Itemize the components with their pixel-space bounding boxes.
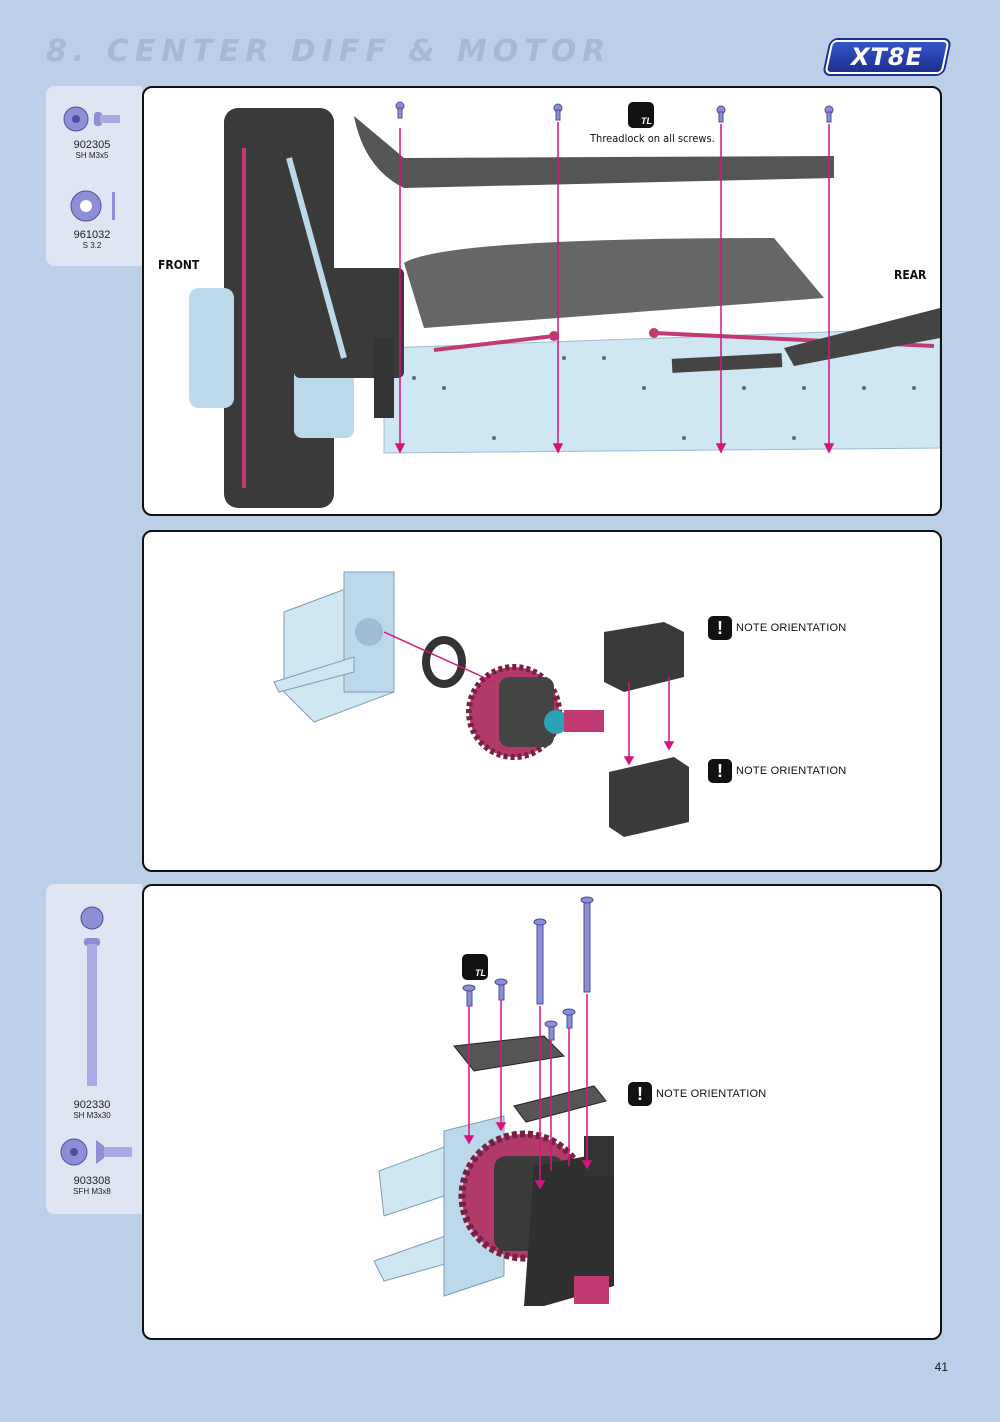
part-description: S 3.2 [82, 241, 102, 250]
note-orientation-top: ! NOTE ORIENTATION [708, 616, 846, 640]
part-number: 902330 [73, 1099, 111, 1111]
flat-head-screw-icon [60, 1138, 132, 1166]
brand-logo: XT8E [824, 40, 950, 74]
section-title: 8. CENTER DIFF & MOTOR [46, 34, 612, 69]
step2-panel: ! NOTE ORIENTATION ! NOTE ORIENTATION [142, 530, 942, 872]
part-number: 902305 [73, 139, 111, 151]
part-description: SH M3x5 [75, 151, 109, 160]
note-text: NOTE ORIENTATION [736, 765, 847, 777]
washer-icon [70, 190, 115, 222]
parts-list-step3: 902330 SH M3x30 903308 SFH M3x8 [46, 884, 142, 1214]
step3-panel: TL ! NOTE ORIENTATION [142, 884, 942, 1340]
parts-list-step1: 902305 SH M3x5 961032 S 3.2 [46, 86, 142, 266]
step1-panel: TL Threadlock on all screws. FRONT REAR [142, 86, 942, 516]
button-head-screw-icon [63, 106, 120, 132]
page-number: 41 [934, 1360, 948, 1374]
logo-text: XT8E [851, 43, 923, 71]
threadlock-icon: TL [462, 954, 488, 980]
part-description: SH M3x30 [73, 1111, 111, 1120]
part-902330: 902330 SH M3x30 [46, 904, 138, 1120]
step1-illustration [189, 101, 940, 508]
threadlock-icon-text: TL [475, 968, 486, 978]
part-description: SFH M3x8 [73, 1187, 111, 1196]
note-text: NOTE ORIENTATION [736, 622, 847, 634]
threadlock-icon-text: TL [641, 116, 652, 126]
part-number: 961032 [73, 229, 111, 241]
front-label: FRONT [158, 258, 200, 272]
step2-illustration [273, 571, 689, 837]
warning-icon: ! [628, 1082, 652, 1106]
threadlock-icon: TL [628, 102, 654, 128]
step3-illustration [373, 896, 614, 1306]
threadlock-note: Threadlock on all screws. [590, 132, 715, 145]
long-screw-icon [80, 906, 104, 1086]
note-text: NOTE ORIENTATION [656, 1088, 767, 1100]
warning-icon: ! [708, 616, 732, 640]
part-902305: 902305 SH M3x5 [46, 104, 138, 160]
note-orientation-bottom: ! NOTE ORIENTATION [708, 759, 846, 783]
note-orientation: ! NOTE ORIENTATION [628, 1082, 766, 1106]
warning-icon: ! [708, 759, 732, 783]
part-903308: 903308 SFH M3x8 [46, 1134, 138, 1196]
part-number: 903308 [73, 1175, 111, 1187]
part-961032: 961032 S 3.2 [46, 188, 138, 250]
rear-label: REAR [894, 268, 927, 282]
